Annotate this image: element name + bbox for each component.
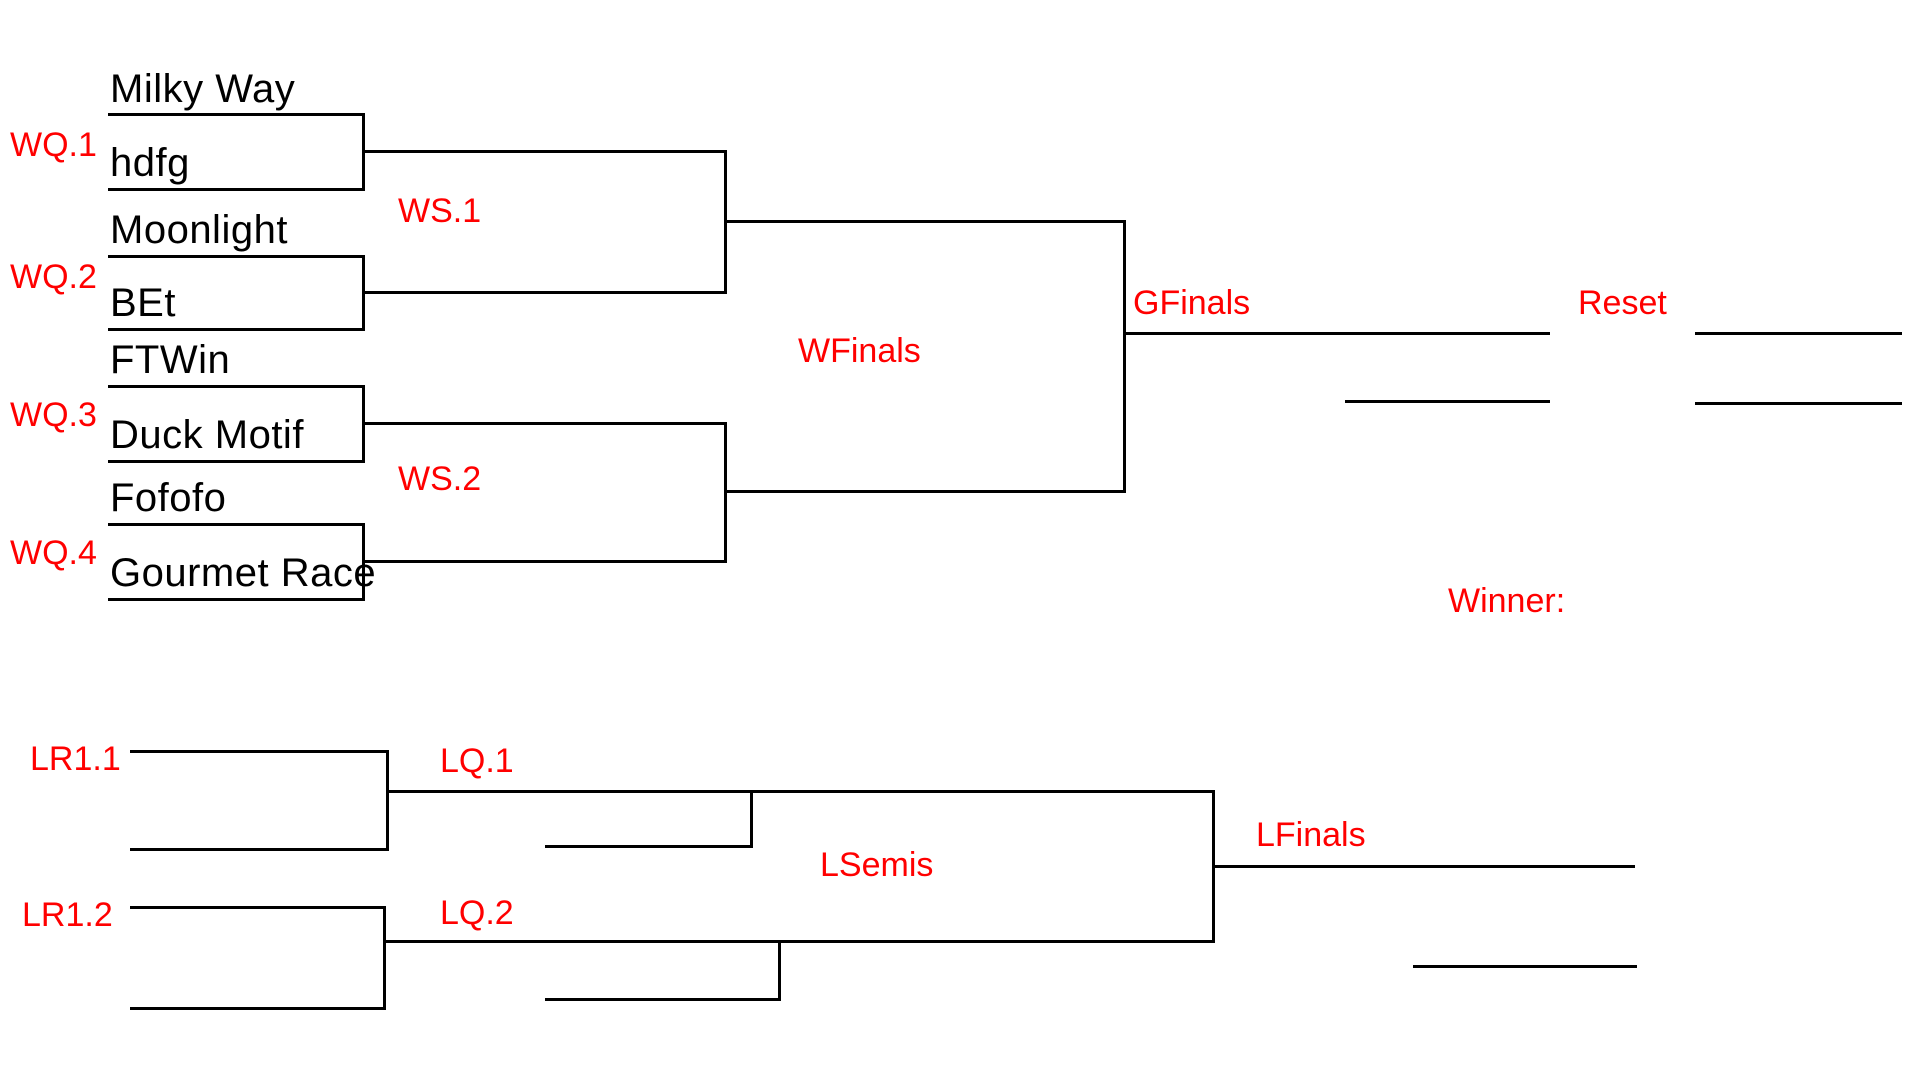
ws1-winner-line [724, 220, 1123, 223]
wq3-team-top-line [108, 385, 362, 388]
team-name: BEt [110, 281, 176, 325]
lq2-winner-line [383, 940, 1212, 943]
wq1-team-bottom-line [108, 188, 362, 191]
wq1-team-top-line [108, 113, 362, 116]
reset-bottom-line [1695, 402, 1902, 405]
match-label-ws1: WS.1 [398, 192, 482, 230]
wfinals-connector-vertical [1123, 220, 1126, 493]
reset-top-line [1695, 332, 1902, 335]
match-label-wq4: WQ.4 [10, 534, 97, 572]
match-label-lr1-2: LR1.2 [22, 896, 113, 934]
team-name: hdfg [110, 141, 190, 185]
match-label-gfinals: GFinals [1133, 284, 1251, 322]
wq1-winner-line [362, 150, 724, 153]
match-label-ws2: WS.2 [398, 460, 482, 498]
team-name: Gourmet Race [110, 551, 377, 595]
team-name: FTWin [110, 338, 231, 382]
lr12-top-line [130, 906, 383, 909]
wq4-team-bottom-line [108, 598, 362, 601]
lq1-feeder-vertical [750, 790, 753, 848]
lq2-feeder-line [545, 998, 778, 1001]
wq3-team-bottom-line [108, 460, 362, 463]
match-label-lq1: LQ.1 [440, 742, 514, 780]
team-name: Milky Way [110, 67, 296, 111]
lq1-feeder-line [545, 845, 750, 848]
team-name: Fofofo [110, 476, 227, 520]
gfinals-winner-line [1123, 332, 1550, 335]
match-label-wq1: WQ.1 [10, 126, 97, 164]
match-label-lfinals: LFinals [1256, 816, 1366, 854]
wq2-team-top-line [108, 255, 362, 258]
wq4-team-top-line [108, 523, 362, 526]
team-name: Duck Motif [110, 413, 304, 457]
lr12-bottom-line [130, 1007, 383, 1010]
team-name: Moonlight [110, 208, 288, 252]
lr11-connector-vertical [386, 750, 389, 851]
match-label-reset: Reset [1578, 284, 1667, 322]
lr12-connector-vertical [383, 906, 386, 1010]
lfinals-opponent-line [1413, 965, 1637, 968]
lfinals-winner-line [1212, 865, 1635, 868]
wq4-winner-line [362, 560, 724, 563]
match-label-lsemis: LSemis [820, 846, 934, 884]
match-label-lq2: LQ.2 [440, 894, 514, 932]
match-label-wfinals: WFinals [798, 332, 921, 370]
match-label-lr1-1: LR1.1 [30, 740, 121, 778]
match-label-wq2: WQ.2 [10, 258, 97, 296]
gfinals-opponent-line [1345, 400, 1550, 403]
match-label-wq3: WQ.3 [10, 396, 97, 434]
wq3-winner-line [362, 422, 724, 425]
lr11-top-line [130, 750, 386, 753]
wq2-team-bottom-line [108, 328, 362, 331]
lr11-bottom-line [130, 848, 386, 851]
wq2-winner-line [362, 291, 724, 294]
lq2-feeder-vertical [778, 940, 781, 1001]
ws2-winner-line [724, 490, 1123, 493]
lq1-winner-line [386, 790, 1212, 793]
winner-prompt-label: Winner: [1448, 582, 1566, 620]
